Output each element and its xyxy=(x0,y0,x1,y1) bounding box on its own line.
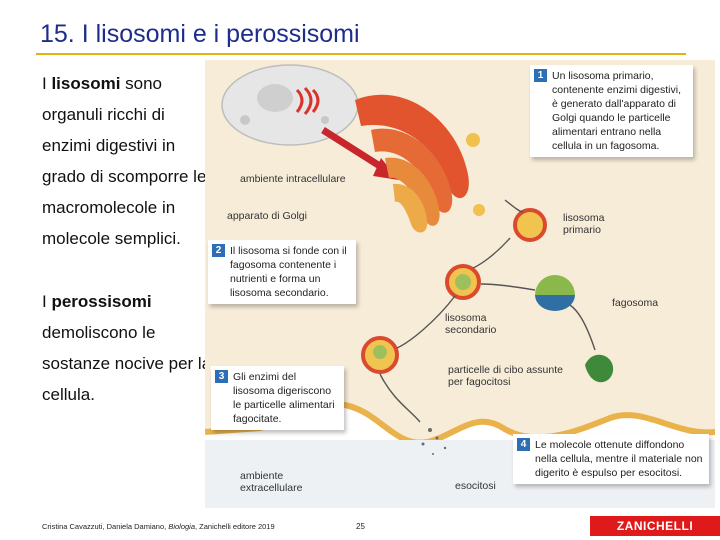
page-number: 25 xyxy=(356,522,365,531)
callout-text: Il lisosoma si fonde con il fagosoma con… xyxy=(230,245,347,299)
title-divider xyxy=(36,53,686,55)
footer-credit: Cristina Cavazzuti, Daniela Damiano, Bio… xyxy=(42,522,275,531)
callout-number: 1 xyxy=(534,69,547,82)
credit-publisher: , Zanichelli editore 2019 xyxy=(195,522,275,531)
label-extracellular: ambiente extracellulare xyxy=(240,470,330,494)
paragraph-lisosomi: I lisosomi sono organuli ricchi di enzim… xyxy=(42,68,217,254)
callout-number: 4 xyxy=(517,438,530,451)
callout-1: 1 Un lisosoma primario, contenente enzim… xyxy=(530,65,693,157)
callout-3: 3 Gli enzimi del lisosoma digeriscono le… xyxy=(211,366,344,430)
footer: Cristina Cavazzuti, Daniela Damiano, Bio… xyxy=(0,512,720,540)
lysosome-figure: ambiente intracellulare apparato di Golg… xyxy=(205,60,715,508)
callout-text: Gli enzimi del lisosoma digeriscono le p… xyxy=(233,371,335,425)
label-primary-lysosome: lisosoma primario xyxy=(563,212,623,236)
publisher-logo: ZANICHELLI xyxy=(590,516,720,536)
primary-lysosome xyxy=(515,210,545,240)
slide-title: 15. I lisosomi e i perossisomi xyxy=(40,20,360,49)
label-food-particles: particelle di cibo assunte per fagocitos… xyxy=(448,364,578,388)
term-perossisomi: perossisomi xyxy=(51,292,151,311)
callout-2: 2 Il lisosoma si fonde con il fagosoma c… xyxy=(208,240,356,304)
paragraph-perossisomi: I perossisomi demoliscono le sostanze no… xyxy=(42,286,217,410)
callout-number: 3 xyxy=(215,370,228,383)
label-intracellular: ambiente intracellulare xyxy=(240,173,346,185)
label-phagosome: fagosoma xyxy=(612,297,658,309)
callout-text: Un lisosoma primario, contenente enzimi … xyxy=(552,70,681,152)
callout-number: 2 xyxy=(212,244,225,257)
paragraph-rest: demoliscono le sostanze nocive per la ce… xyxy=(42,323,211,404)
credit-authors: Cristina Cavazzuti, Daniela Damiano, xyxy=(42,522,168,531)
label-secondary-lysosome: lisosoma secondario xyxy=(445,312,515,336)
label-golgi: apparato di Golgi xyxy=(227,210,307,222)
term-lisosomi: lisosomi xyxy=(51,74,120,93)
label-exocytosis: esocitosi xyxy=(455,480,496,492)
callout-4: 4 Le molecole ottenute diffondono nella … xyxy=(513,434,709,484)
paragraph-rest: sono organuli ricchi di enzimi digestivi… xyxy=(42,74,206,248)
cell-inset xyxy=(222,65,358,145)
callout-text: Le molecole ottenute diffondono nella ce… xyxy=(535,439,703,479)
credit-book: Biologia xyxy=(168,522,195,531)
